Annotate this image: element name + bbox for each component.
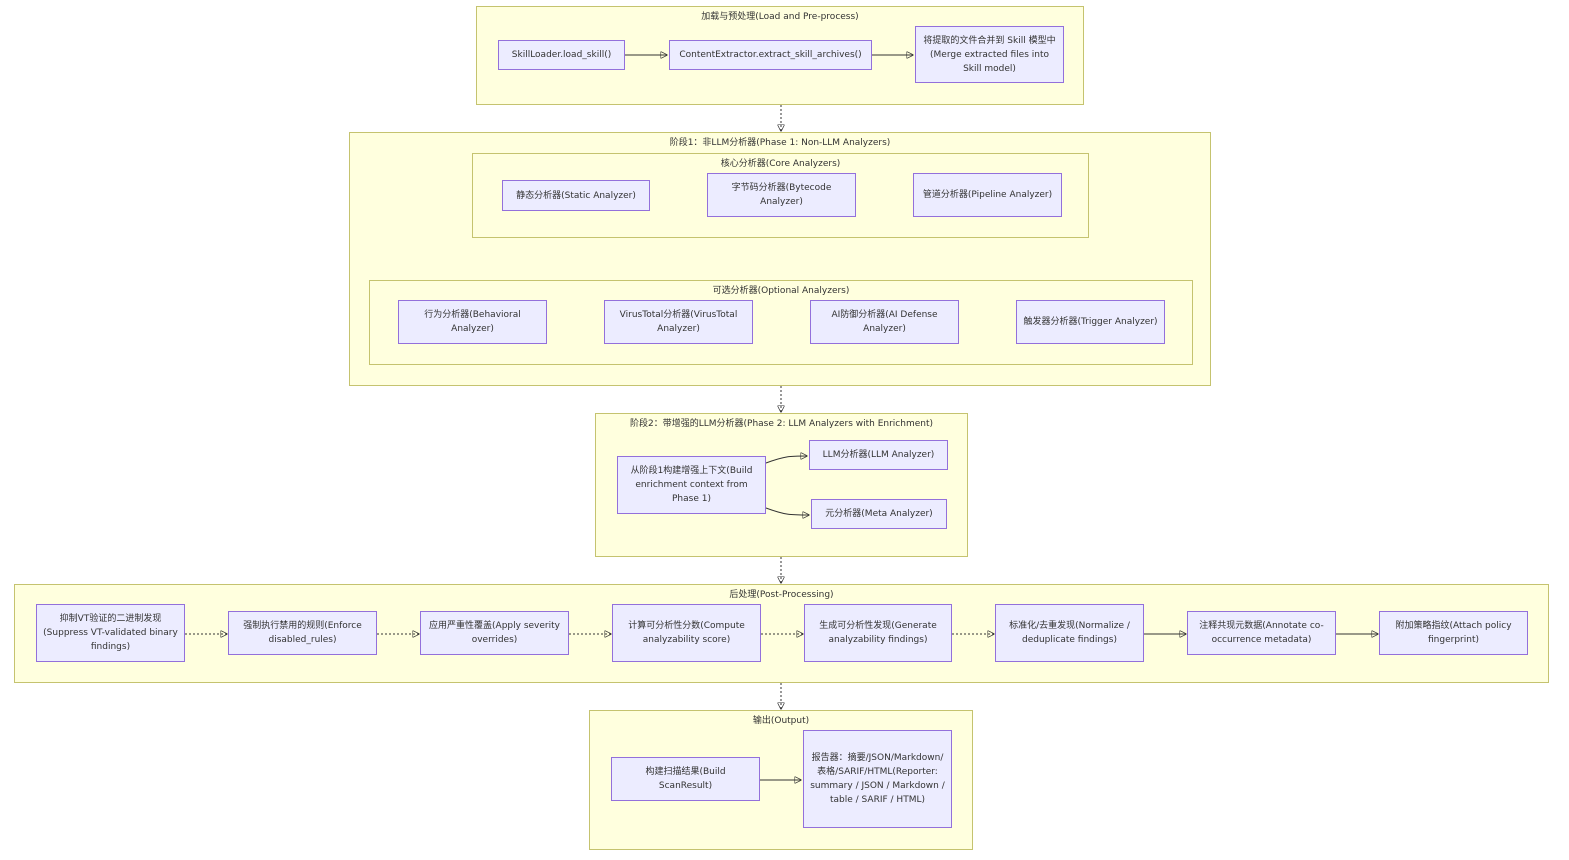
node-llm-analyzer[interactable]: LLM分析器(LLM Analyzer): [809, 440, 948, 470]
node-annotate-cooccurrence[interactable]: 注释共现元数据(Annotate co-occurrence metadata): [1187, 611, 1336, 655]
cluster-title-post: 后处理(Post-Processing): [729, 590, 834, 600]
cluster-title-output: 输出(Output): [752, 716, 810, 726]
node-load-skill[interactable]: SkillLoader.load_skill(): [498, 40, 625, 70]
node-behavioral-analyzer[interactable]: 行为分析器(Behavioral Analyzer): [398, 300, 547, 344]
node-extract-archives[interactable]: ContentExtractor.extract_skill_archives(…: [669, 40, 872, 70]
node-meta-analyzer[interactable]: 元分析器(Meta Analyzer): [811, 499, 947, 529]
node-build-scanresult[interactable]: 构建扫描结果(Build ScanResult): [611, 757, 760, 801]
node-compute-score[interactable]: 计算可分析性分数(Compute analyzability score): [612, 604, 761, 662]
node-enrichment-context[interactable]: 从阶段1构建增强上下文(Build enrichment context fro…: [617, 456, 766, 514]
cluster-title-phase2: 阶段2：带增强的LLM分析器(Phase 2: LLM Analyzers wi…: [630, 419, 933, 429]
cluster-title-optional: 可选分析器(Optional Analyzers): [712, 286, 850, 296]
node-merge-files[interactable]: 将提取的文件合并到 Skill 模型中(Merge extracted file…: [915, 26, 1064, 83]
node-severity-overrides[interactable]: 应用严重性覆盖(Apply severity overrides): [420, 611, 569, 655]
node-aidefense-analyzer[interactable]: AI防御分析器(AI Defense Analyzer): [810, 300, 959, 344]
cluster-title-phase1: 阶段1：非LLM分析器(Phase 1: Non-LLM Analyzers): [669, 138, 891, 148]
node-virustotal-analyzer[interactable]: VirusTotal分析器(VirusTotal Analyzer): [604, 300, 753, 344]
node-static-analyzer[interactable]: 静态分析器(Static Analyzer): [502, 180, 650, 211]
node-suppress-vt[interactable]: 抑制VT验证的二进制发现(Suppress VT-validated binar…: [36, 604, 185, 662]
node-trigger-analyzer[interactable]: 触发器分析器(Trigger Analyzer): [1016, 300, 1165, 344]
cluster-title-load: 加载与预处理(Load and Pre-process): [701, 12, 859, 22]
node-policy-fingerprint[interactable]: 附加策略指纹(Attach policy fingerprint): [1379, 611, 1528, 655]
cluster-title-core: 核心分析器(Core Analyzers): [720, 159, 841, 169]
node-normalize-dedupe[interactable]: 标准化/去重发现(Normalize / deduplicate finding…: [995, 604, 1144, 662]
cluster-phase2: 阶段2：带增强的LLM分析器(Phase 2: LLM Analyzers wi…: [595, 413, 968, 557]
node-generate-findings[interactable]: 生成可分析性发现(Generate analyzability findings…: [804, 604, 952, 662]
node-pipeline-analyzer[interactable]: 管道分析器(Pipeline Analyzer): [913, 173, 1062, 217]
node-reporter[interactable]: 报告器：摘要/JSON/Markdown/表格/SARIF/HTML(Repor…: [803, 730, 952, 828]
node-enforce-disabled-rules[interactable]: 强制执行禁用的规则(Enforce disabled_rules): [228, 611, 377, 655]
node-bytecode-analyzer[interactable]: 字节码分析器(Bytecode Analyzer): [707, 173, 856, 217]
